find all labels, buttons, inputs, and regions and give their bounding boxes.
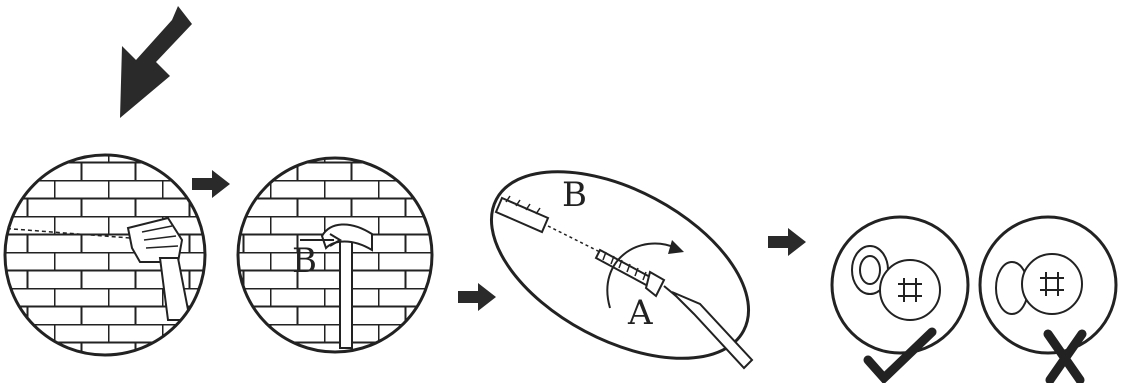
label-b: B: [562, 175, 587, 215]
step2-hammer-circle: B: [230, 150, 440, 360]
step1-drill-circle: [0, 150, 210, 360]
correct-result-circle: [830, 206, 970, 378]
step3-screw-ellipse: B A: [461, 133, 779, 383]
label-b: B: [292, 241, 317, 281]
incorrect-result-circle: [975, 206, 1118, 380]
pointer-arrow-icon: [120, 6, 192, 118]
label-a: A: [627, 293, 653, 333]
step-arrow-icon: [458, 283, 496, 311]
step-arrow-icon: [768, 228, 806, 256]
step-arrow-icon: [192, 170, 230, 198]
